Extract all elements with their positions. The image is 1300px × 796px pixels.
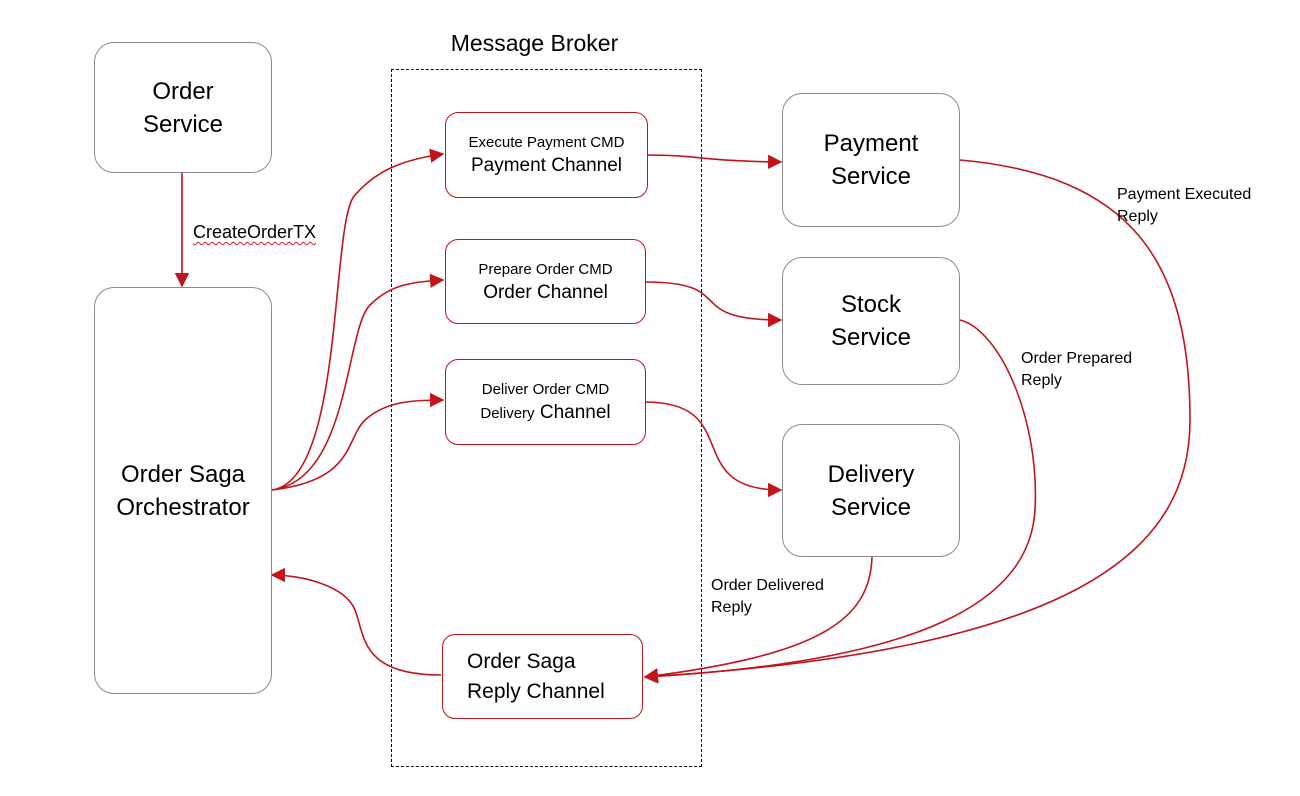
orchestrator-label-line2: Orchestrator — [116, 493, 250, 521]
order-saga-orchestrator-node[interactable]: Order Saga Orchestrator — [94, 287, 272, 694]
payment-channel-to-payment-service-arrow — [646, 154, 783, 170]
order-delivered-reply-label: Order Delivered Reply — [711, 575, 824, 619]
delivery-reply-line2: Reply — [711, 599, 752, 616]
delivery-channel-to-delivery-service-arrow — [644, 401, 783, 498]
delivery-reply-arrow — [643, 556, 873, 683]
reply-channel-label-line1: Order Saga — [467, 649, 576, 673]
order-service-label-line2: Service — [142, 110, 224, 138]
delivery-service-label-line1: Delivery — [827, 460, 915, 488]
payment-channel-cmd: Execute Payment CMD — [468, 134, 625, 151]
order-prepared-reply-label: Order Prepared Reply — [1021, 348, 1132, 392]
payment-reply-arrow — [643, 159, 1191, 684]
order-reply-line1: Order Prepared — [1021, 350, 1133, 367]
payment-executed-reply-label: Payment Executed Reply — [1117, 184, 1251, 228]
order-reply-line2: Reply — [1021, 372, 1062, 389]
delivery-channel-name-prefix: Delivery — [480, 405, 535, 422]
delivery-channel-cmd: Deliver Order CMD — [481, 381, 610, 398]
message-broker-title: Message Broker — [450, 30, 619, 56]
delivery-channel-name-suffix: Channel — [539, 402, 611, 423]
payment-service-label-line2: Service — [830, 163, 912, 190]
order-saga-reply-channel-node[interactable]: Order Saga Reply Channel — [442, 634, 643, 719]
payment-service-label-line1: Payment — [823, 130, 919, 157]
reply-channel-text: Order Saga Reply Channel — [467, 647, 605, 707]
stock-service-label-line2: Service — [830, 324, 912, 351]
delivery-channel-node[interactable]: Deliver Order CMD Delivery Channel — [445, 359, 646, 445]
delivery-service-label-line2: Service — [830, 493, 912, 521]
delivery-reply-line1: Order Delivered — [711, 577, 824, 594]
orchestrator-to-payment-channel-arrow — [271, 148, 445, 491]
delivery-service-node[interactable]: Delivery Service — [782, 424, 960, 557]
stock-reply-arrow — [643, 319, 1037, 684]
reply-channel-label-line2: Reply Channel — [467, 679, 605, 703]
payment-channel-node[interactable]: Execute Payment CMD Payment Channel — [445, 112, 648, 198]
payment-reply-line2: Reply — [1117, 208, 1158, 225]
orchestrator-to-delivery-channel-arrow — [271, 392, 445, 491]
orchestrator-label-line1: Order Saga — [120, 460, 246, 488]
stock-service-node[interactable]: Stock Service — [782, 257, 960, 385]
stock-service-label-line1: Stock — [840, 291, 902, 318]
payment-service-node[interactable]: Payment Service — [782, 93, 960, 227]
orchestrator-to-order-channel-arrow — [271, 273, 445, 491]
payment-reply-line1: Payment Executed — [1117, 186, 1252, 203]
create-order-tx-label: CreateOrderTX — [193, 222, 317, 242]
order-channel-node[interactable]: Prepare Order CMD Order Channel — [445, 239, 646, 324]
order-channel-name: Order Channel — [483, 281, 608, 303]
message-broker-boundary — [391, 69, 702, 767]
payment-channel-name: Payment Channel — [470, 155, 623, 176]
order-channel-cmd: Prepare Order CMD — [478, 260, 613, 278]
reply-channel-to-orchestrator-arrow — [270, 567, 442, 676]
order-service-label-line1: Order — [152, 77, 214, 105]
delivery-channel-name: Delivery Channel — [480, 401, 610, 425]
order-service-node[interactable]: Order Service — [94, 42, 272, 173]
order-channel-to-stock-service-arrow — [644, 281, 783, 328]
